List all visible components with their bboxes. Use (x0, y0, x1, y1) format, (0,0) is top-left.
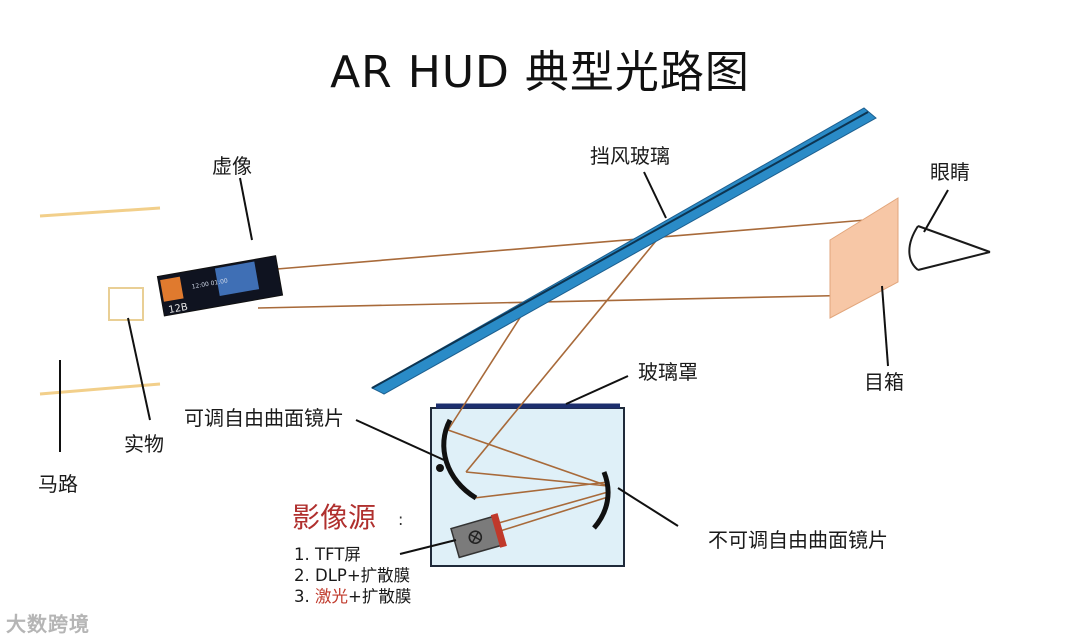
ray-source-a (494, 491, 609, 525)
image-source-device (450, 513, 507, 559)
label-road: 马路 (38, 472, 78, 496)
image-source-colon: : (398, 510, 404, 529)
ray-bounce-a (447, 429, 609, 487)
light-paths (257, 219, 867, 533)
leader-fixed-mirror (617, 487, 679, 527)
image-source-item-1: 1. TFT屏 (294, 544, 411, 565)
item-text: DLP+扩散膜 (315, 566, 411, 585)
item-text: TFT屏 (315, 545, 361, 564)
item-number: 1. (294, 545, 310, 564)
mirror-pivot (436, 464, 444, 472)
leader-adjustable-mirror (355, 419, 445, 461)
label-windshield: 挡风玻璃 (590, 144, 670, 168)
ray-bounce-c (473, 481, 609, 499)
ray-upper-to-eye (264, 219, 867, 271)
screen-sign-text: 12B (168, 302, 189, 316)
watermark: 大数跨境 (6, 612, 90, 636)
eyebox-panel (829, 197, 899, 319)
image-source-title: 影像源 (292, 501, 377, 534)
label-fixed-mirror: 不可调自由曲面镜片 (708, 528, 888, 552)
leader-real-object (127, 317, 151, 421)
diagram-title: AR HUD 典型光路图 (330, 47, 750, 98)
label-glass-cover: 玻璃罩 (638, 360, 698, 384)
label-eye: 眼睛 (930, 160, 970, 184)
item-text: +扩散膜 (348, 587, 412, 606)
real-object-box (108, 287, 144, 321)
ray-bounce-b (465, 471, 609, 487)
leader-windshield (643, 171, 667, 219)
leader-eye (923, 189, 949, 233)
image-source-item-2: 2. DLP+扩散膜 (294, 565, 411, 586)
label-real-object: 实物 (124, 432, 164, 456)
label-virtual-image: 虚像 (212, 154, 252, 178)
road-line-upper (39, 206, 161, 218)
ray-lower-to-eye (257, 294, 867, 309)
item-number: 2. (294, 566, 310, 585)
image-source-list: 1. TFT屏 2. DLP+扩散膜 3. 激光+扩散膜 (294, 544, 411, 607)
leader-eyebox (881, 285, 889, 367)
leader-virtual-image (239, 177, 253, 241)
item-highlight: 激光 (315, 587, 348, 606)
ray-mirror-to-glass-b (465, 235, 661, 473)
adjustable-mirror (441, 418, 478, 501)
fixed-mirror (592, 471, 611, 530)
item-number: 3. (294, 587, 310, 606)
virtual-image-screen: 12B 12:00 01:00 (156, 255, 284, 317)
ray-mirror-to-glass-a (447, 301, 531, 431)
leader-glass-cover (565, 375, 629, 405)
windshield (370, 107, 877, 395)
eye-icon (908, 225, 991, 271)
ray-source-b (496, 496, 609, 533)
leader-image-source (399, 539, 457, 555)
label-adjustable-mirror: 可调自由曲面镜片 (184, 406, 344, 430)
label-eyebox: 目箱 (864, 370, 904, 394)
leader-lines (59, 171, 949, 555)
image-source-item-3: 3. 激光+扩散膜 (294, 586, 411, 607)
